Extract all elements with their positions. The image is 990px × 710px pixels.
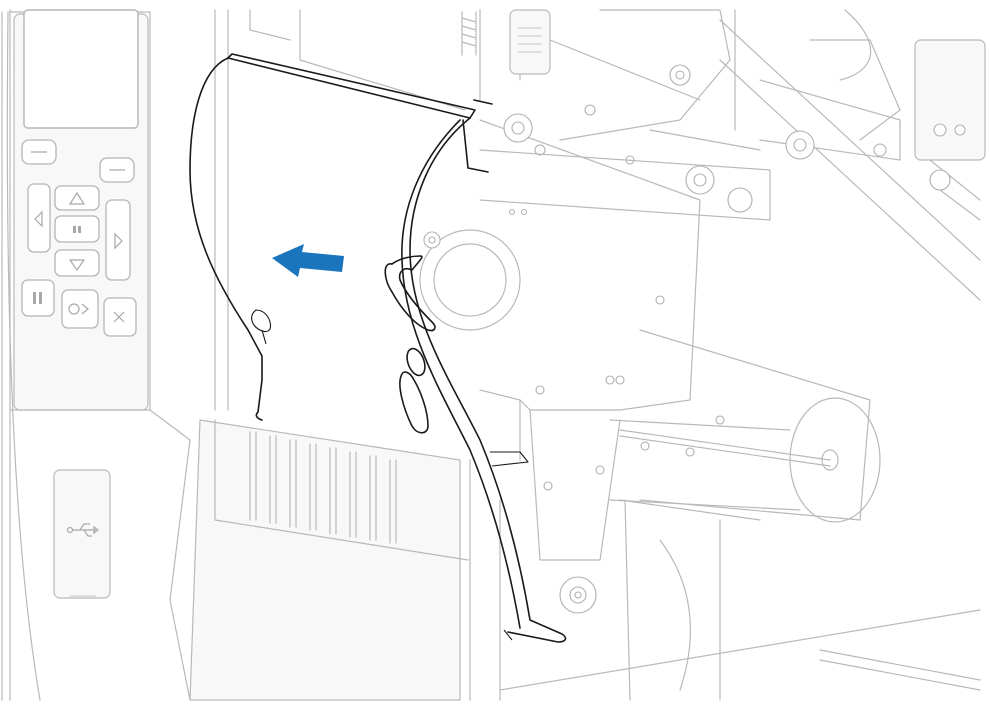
soft-key-right[interactable] [99, 157, 135, 183]
cancel-button[interactable] [103, 297, 137, 337]
pause-icon [33, 292, 42, 304]
pause-button[interactable] [21, 279, 55, 317]
ribbon-spindle [609, 329, 881, 701]
printer-frame [169, 9, 986, 701]
nav-down-button[interactable] [54, 249, 100, 277]
nav-right-button[interactable] [105, 199, 131, 281]
center-plate [419, 64, 966, 614]
control-panel [13, 9, 149, 411]
nav-left-button[interactable] [27, 183, 51, 253]
media-guide-door[interactable] [189, 53, 567, 643]
soft-key-left[interactable] [21, 139, 57, 165]
feed-button[interactable] [61, 289, 99, 329]
display-screen [23, 9, 139, 129]
nav-ok-button[interactable] [54, 215, 100, 243]
feed-icon [68, 303, 89, 315]
cancel-icon [113, 311, 125, 323]
usb-icon [66, 523, 99, 537]
arrow-left-icon [272, 244, 344, 277]
usb-port-cover[interactable] [53, 469, 111, 599]
nav-up-button[interactable] [54, 185, 100, 211]
